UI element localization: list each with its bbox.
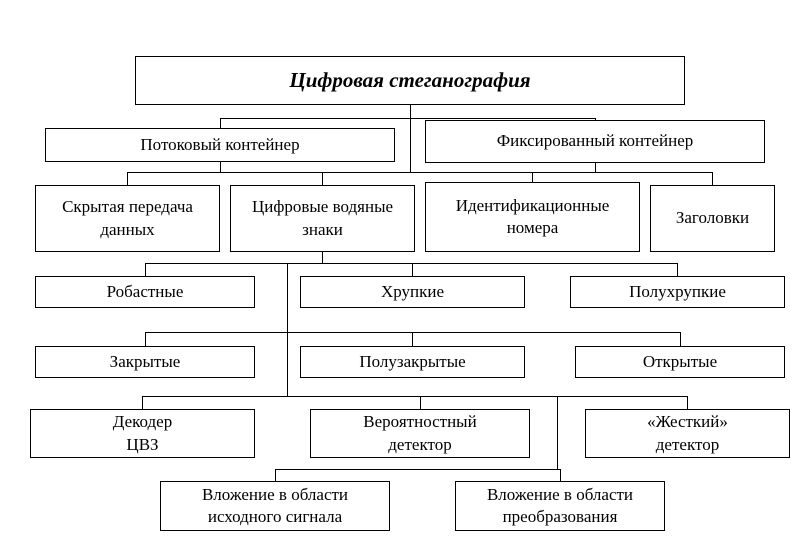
node-headers: Заголовки (650, 185, 775, 252)
node-stream-container: Потоковый контейнер (45, 128, 395, 162)
node-probabilistic-detector: Вероятностный детектор (310, 409, 530, 458)
node-identification-numbers: Идентификационные номера (425, 182, 640, 252)
node-open: Открытые (575, 346, 785, 378)
node-hidden-data-transfer: Скрытая передача данных (35, 185, 220, 252)
node-fixed-container: Фиксированный контейнер (425, 120, 765, 163)
node-semi-closed: Полузакрытые (300, 346, 525, 378)
node-closed: Закрытые (35, 346, 255, 378)
node-embedding-source-domain: Вложение в области исходного сигнала (160, 481, 390, 531)
node-embedding-transform-domain: Вложение в области преобразования (455, 481, 665, 531)
node-fragile: Хрупкие (300, 276, 525, 308)
node-decoder-cvz: Декодер ЦВЗ (30, 409, 255, 458)
node-hard-detector: «Жесткий» детектор (585, 409, 790, 458)
node-semi-fragile: Полухрупкие (570, 276, 785, 308)
node-robust: Робастные (35, 276, 255, 308)
node-digital-watermarks: Цифровые водяные знаки (230, 185, 415, 252)
node-root-title: Цифровая стеганография (135, 56, 685, 105)
